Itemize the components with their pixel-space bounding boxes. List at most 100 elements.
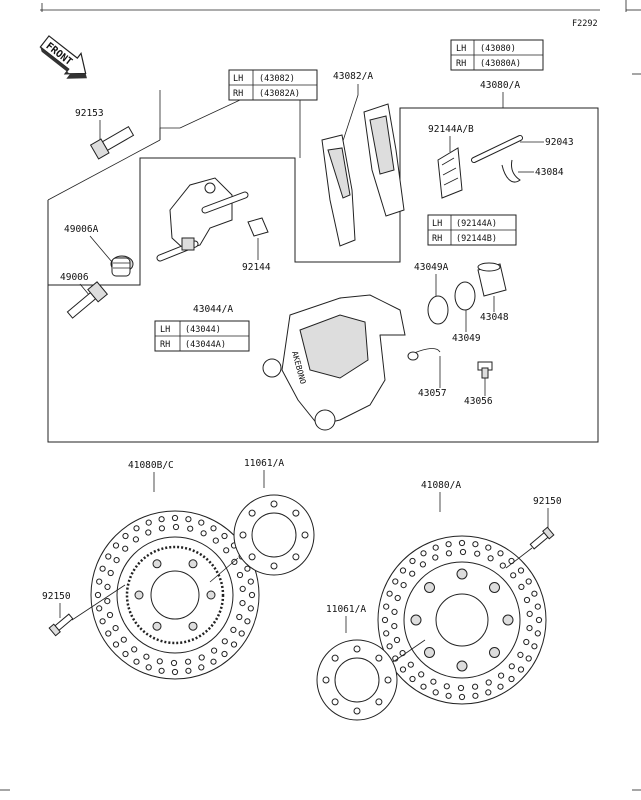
piston-43048 — [477, 262, 507, 297]
drill-hole — [375, 698, 383, 706]
drill-hole — [418, 671, 425, 678]
drill-hole — [170, 659, 178, 667]
drill-hole — [112, 641, 120, 648]
drill-hole — [247, 605, 254, 612]
drill-hole — [384, 676, 392, 684]
drill-hole — [497, 550, 504, 557]
drill-hole — [445, 692, 452, 699]
pin-clip — [501, 159, 521, 183]
drill-hole — [200, 530, 207, 537]
drill-hole — [156, 658, 163, 665]
bleeder-valve — [477, 361, 493, 379]
drill-hole — [171, 514, 179, 522]
seal-43049A — [427, 295, 449, 325]
drill-hole — [487, 555, 494, 562]
drill-hole — [145, 529, 152, 536]
table-code: (43080A) — [480, 59, 521, 69]
drill-hole — [419, 561, 426, 568]
part-label: 43057 — [418, 388, 447, 399]
drill-hole — [292, 553, 300, 561]
drill-hole — [424, 582, 435, 593]
drill-hole — [185, 667, 192, 674]
drill-hole — [432, 689, 439, 696]
bleeder-cap — [407, 348, 441, 361]
drill-hole — [247, 578, 254, 585]
diagram-code: F2292 — [572, 19, 598, 29]
drill-hole — [158, 667, 165, 674]
drill-hole — [104, 598, 111, 605]
drill-hole — [443, 683, 450, 690]
drill-hole — [122, 545, 129, 552]
drill-hole — [223, 547, 230, 554]
part-label: 49006A — [64, 224, 99, 235]
drill-hole — [499, 562, 506, 569]
boot-49006A — [110, 255, 134, 277]
drill-hole — [236, 613, 243, 621]
drill-hole — [248, 553, 256, 561]
drill-hole — [458, 693, 466, 701]
brake-disc-right — [377, 535, 547, 705]
drill-hole — [485, 689, 492, 696]
drill-hole — [145, 519, 152, 526]
part-label: 43044/A — [193, 304, 233, 315]
part-label: 43049A — [414, 262, 449, 273]
drill-hole — [244, 565, 251, 572]
drill-hole — [145, 664, 152, 671]
part-label: 43049 — [452, 333, 481, 344]
drill-hole — [212, 537, 219, 544]
drill-hole — [143, 653, 150, 660]
drill-hole — [152, 621, 162, 631]
drill-hole — [171, 668, 179, 676]
drill-hole — [236, 571, 244, 579]
drill-hole — [244, 618, 251, 625]
drill-hole — [248, 509, 256, 517]
drill-hole — [112, 542, 120, 549]
part-label: 92150 — [533, 496, 562, 507]
drill-hole — [210, 525, 217, 532]
part-label: 92153 — [75, 108, 104, 119]
drill-hole — [122, 532, 129, 540]
drill-hole — [458, 539, 466, 547]
drill-hole — [331, 698, 339, 706]
part-label: 49006 — [60, 272, 89, 283]
table-code: (43082) — [259, 74, 295, 84]
drill-hole — [399, 567, 407, 574]
drill-hole — [409, 557, 416, 565]
drill-hole — [485, 544, 492, 551]
drill-hole — [456, 660, 468, 672]
drill-hole — [187, 525, 194, 532]
drill-hole — [534, 603, 541, 610]
table-side: RH — [160, 340, 170, 350]
brake-disc-left — [90, 510, 260, 680]
drill-hole — [133, 658, 140, 665]
drill-hole — [456, 568, 468, 580]
drill-hole — [105, 630, 112, 637]
brake-pads — [321, 103, 405, 247]
drill-hole — [133, 525, 140, 532]
table-side: LH — [233, 74, 243, 84]
drill-hole — [523, 638, 530, 646]
front-arrow-icon: FRONT — [39, 35, 87, 79]
drill-hole — [517, 666, 525, 673]
drill-hole — [459, 548, 467, 556]
drill-hole — [99, 565, 106, 572]
drill-hole — [198, 654, 205, 661]
drill-hole — [322, 676, 330, 684]
table-side: LH — [432, 219, 442, 229]
drill-hole — [508, 675, 515, 683]
drill-hole — [230, 641, 238, 648]
side-table-43044: LH (43044) RH (43044A) — [154, 320, 250, 352]
table-side: RH — [432, 234, 442, 244]
drill-hole — [531, 590, 538, 597]
part-label: 43048 — [480, 312, 509, 323]
drill-hole — [96, 578, 103, 585]
drill-hole — [391, 623, 398, 630]
drill-hole — [472, 541, 479, 548]
drill-hole — [238, 630, 245, 637]
part-label: 43080/A — [480, 80, 520, 91]
drill-hole — [383, 603, 390, 610]
drill-hole — [407, 661, 414, 668]
pin-49006 — [66, 281, 109, 319]
drill-hole — [104, 583, 111, 591]
part-label: 43084 — [535, 167, 564, 178]
